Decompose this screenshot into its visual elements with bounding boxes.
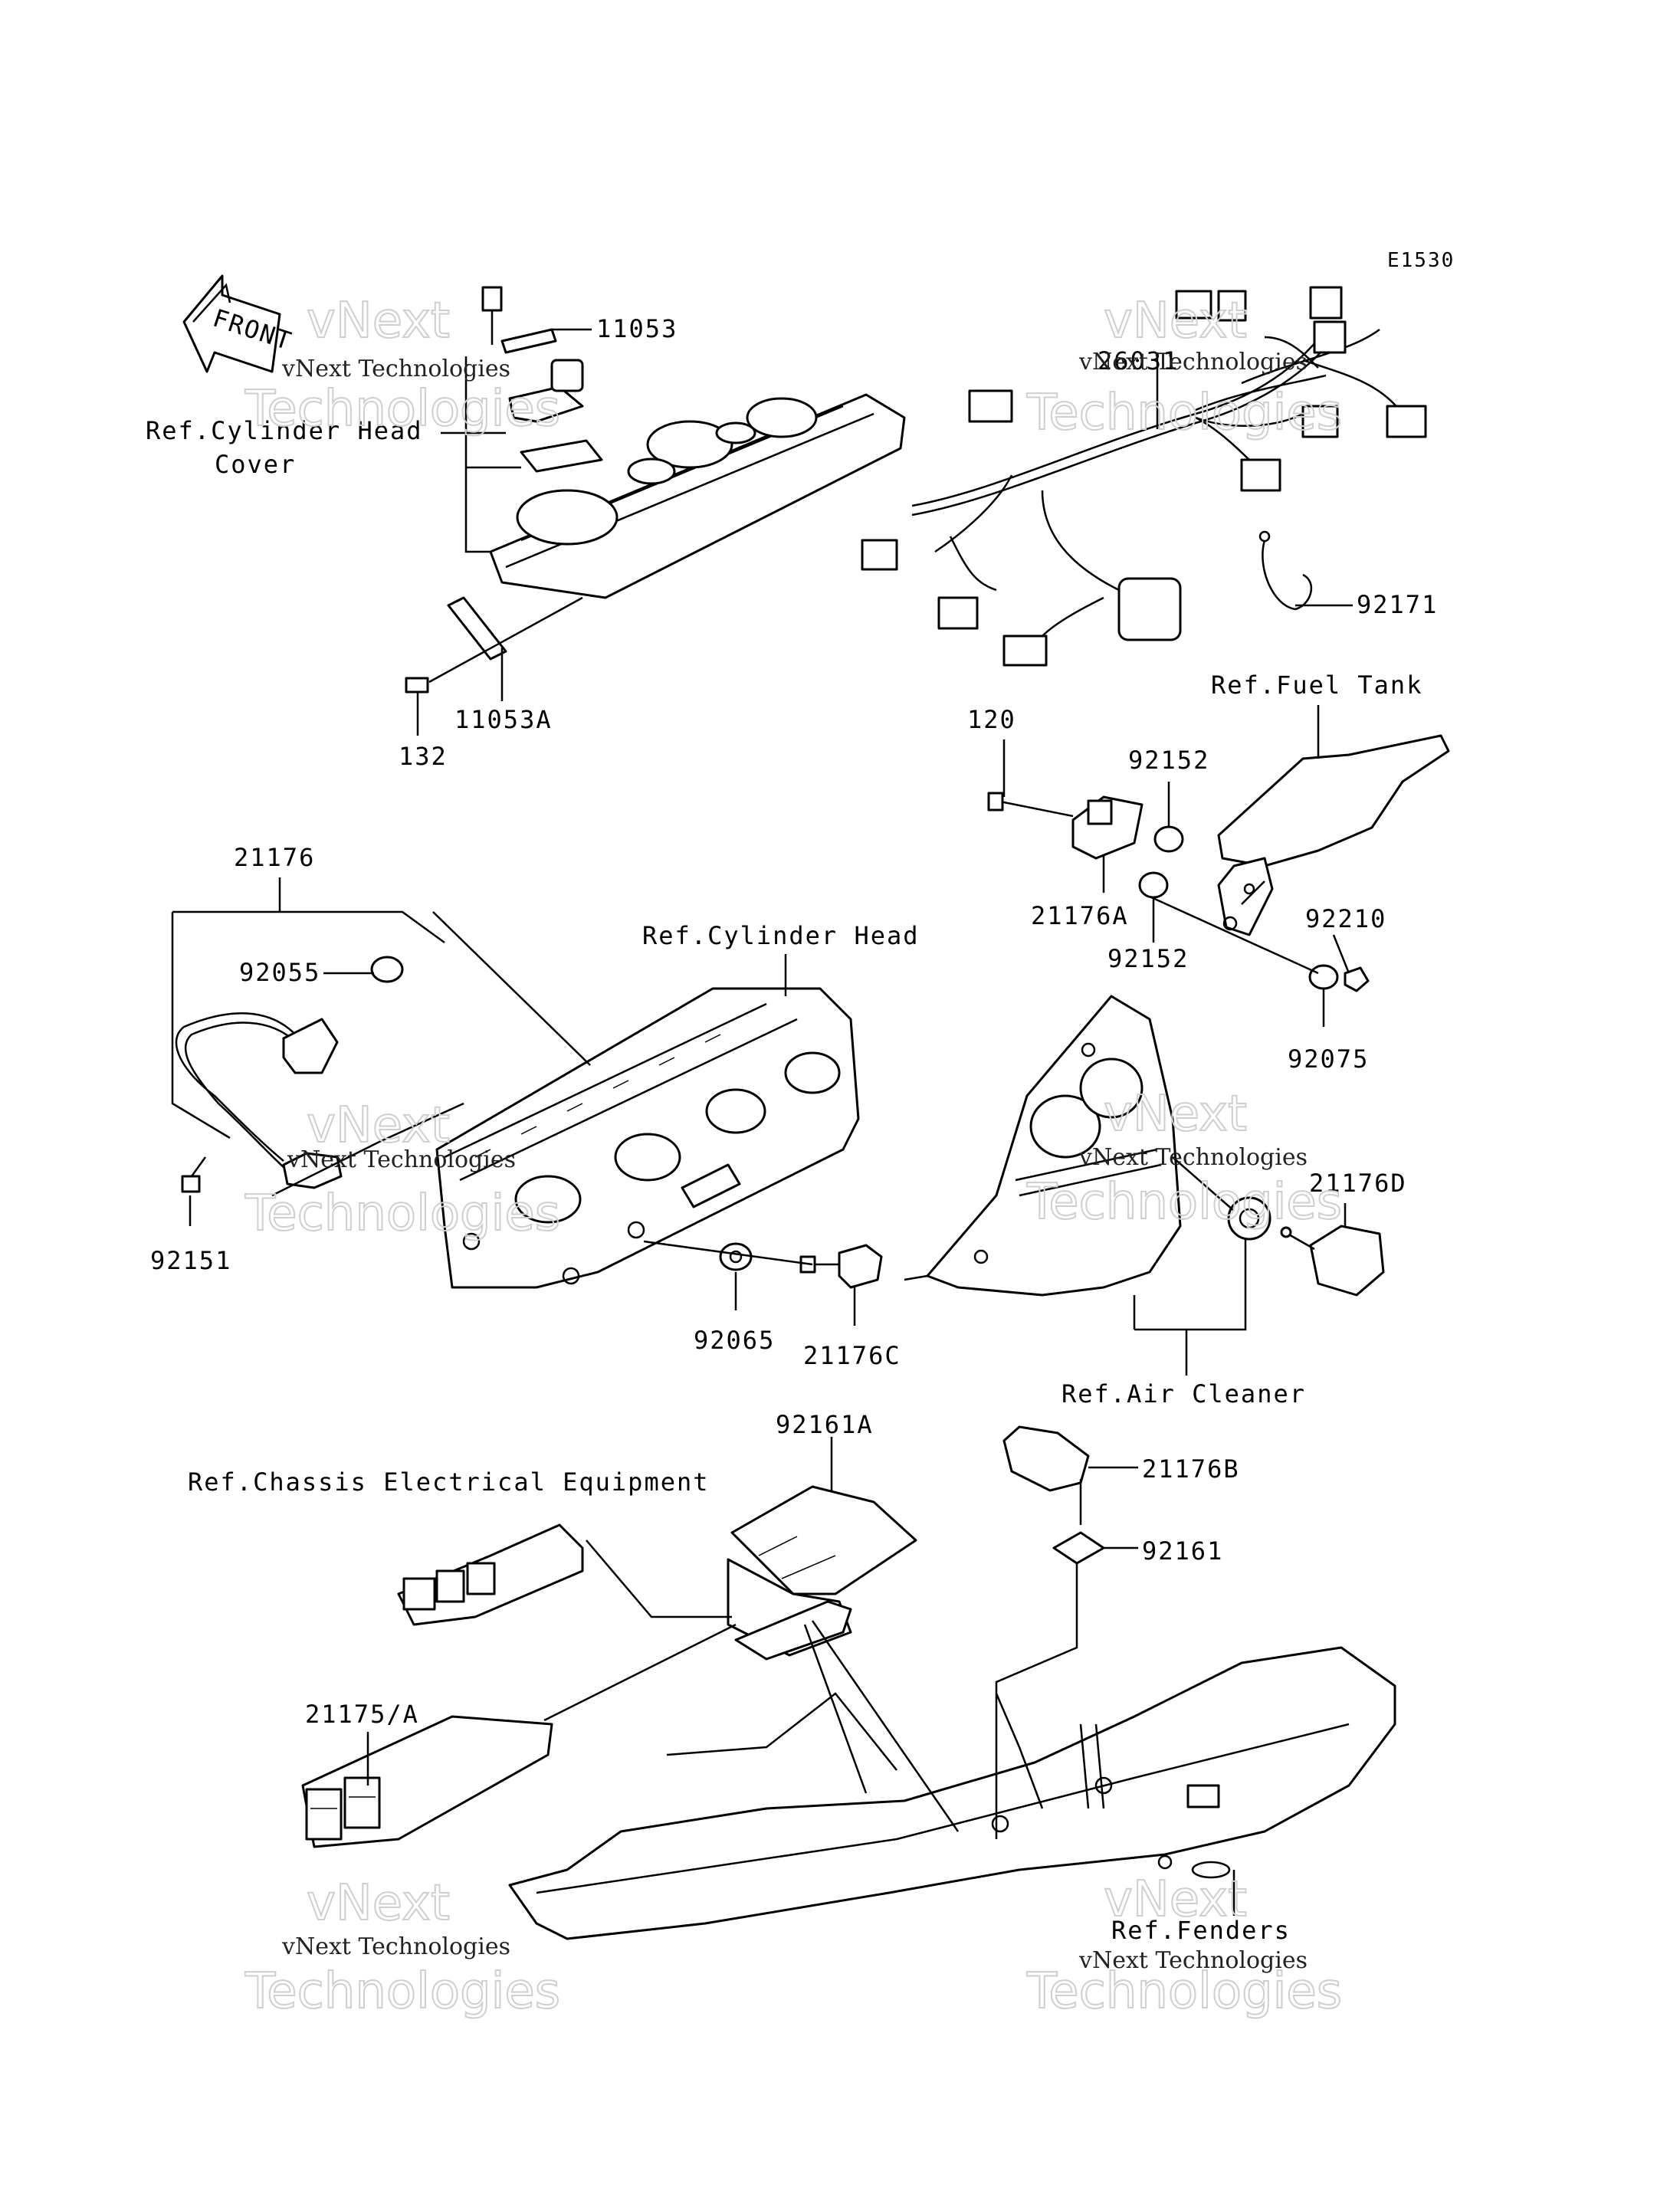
- svg-text:vNext Technologies: vNext Technologies: [287, 1146, 516, 1173]
- leader-92210: [1332, 934, 1350, 974]
- label-21176D: 21176D: [1309, 1169, 1407, 1198]
- watermark-middle-right: vNext Technologies vNext Technologies: [1025, 1085, 1343, 1231]
- label-92065: 92065: [694, 1326, 775, 1355]
- label-ref-chassis-electrical: Ref.Chassis Electrical Equipment: [188, 1467, 710, 1497]
- wiring-harness-drawing: [861, 286, 1427, 667]
- svg-text:vNext Technologies: vNext Technologies: [1078, 349, 1308, 375]
- head-fins: [474, 1034, 721, 1158]
- air-cleaner-drawing: [904, 995, 1385, 1297]
- watermark-middle-left: vNext Technologies vNext Technologies: [244, 1097, 561, 1243]
- svg-text:vNext: vNext: [307, 293, 450, 349]
- leader-bracket-to-fender-2: [803, 1624, 868, 1794]
- label-ref-cylinder-head-cover-1: Ref.Cylinder Head: [146, 416, 423, 445]
- label-92075: 92075: [1288, 1044, 1369, 1074]
- svg-text:vNext: vNext: [307, 1875, 450, 1932]
- leader-21176-bottom: [271, 1102, 464, 1197]
- label-21176C: 21176C: [803, 1341, 901, 1370]
- label-92055: 92055: [239, 958, 320, 987]
- label-ref-cylinder-head-cover-2: Cover: [215, 450, 296, 479]
- watermark-bottom-right: vNext Technologies vNext Technologies: [1025, 1871, 1343, 2021]
- front-arrow-icon: FRONT: [182, 274, 296, 373]
- leader-grommet-to-cleaner: [1172, 1156, 1235, 1212]
- leader-21176C-to-head: [643, 1240, 813, 1266]
- leader-21176-left: [171, 912, 231, 1139]
- leader-ecu-to-bracket: [543, 1623, 737, 1722]
- watermark-top-left: vNext Technologies vNext Technologies: [244, 292, 561, 438]
- label-26031: 26031: [1098, 346, 1179, 375]
- chassis-module-drawing: [397, 1523, 584, 1626]
- label-92161: 92161: [1142, 1536, 1223, 1566]
- watermark-bottom-left: vNext Technologies vNext Technologies: [244, 1874, 561, 2021]
- ecu-21175-drawing: [301, 1715, 553, 1848]
- label-ref-cylinder-head: Ref.Cylinder Head: [642, 921, 920, 950]
- svg-text:vNext Technologies: vNext Technologies: [281, 1933, 510, 1960]
- label-ref-air-cleaner: Ref.Air Cleaner: [1061, 1379, 1306, 1408]
- label-21176: 21176: [234, 843, 315, 872]
- rear-fender-drawing: [508, 1646, 1396, 1940]
- leader-bracket-to-fender-1: [811, 1620, 960, 1832]
- label-92151: 92151: [150, 1246, 231, 1275]
- svg-text:Technologies: Technologies: [244, 1963, 560, 2020]
- label-92152-bottom: 92152: [1107, 944, 1189, 973]
- label-92161A: 92161A: [776, 1410, 874, 1439]
- svg-text:vNext: vNext: [1104, 293, 1247, 349]
- leader-21176-to-head: [432, 911, 591, 1066]
- watermark-top-right: vNext Technologies vNext Technologies: [1025, 292, 1343, 442]
- svg-text:vNext: vNext: [1104, 1086, 1247, 1143]
- svg-text:vNext Technologies: vNext Technologies: [1078, 1947, 1308, 1974]
- leader-bracket-group: [464, 356, 491, 553]
- ecu-bracket-92161A-drawing: [727, 1485, 917, 1661]
- label-92152-top: 92152: [1128, 746, 1209, 775]
- label-132: 132: [399, 742, 448, 771]
- svg-text:Technologies: Technologies: [244, 1185, 560, 1242]
- label-21176A: 21176A: [1031, 901, 1129, 930]
- svg-text:Technologies: Technologies: [244, 381, 560, 438]
- diagram-code: E1530: [1387, 249, 1455, 272]
- svg-text:vNext Technologies: vNext Technologies: [281, 356, 510, 382]
- label-ref-fenders: Ref.Fenders: [1111, 1916, 1291, 1945]
- svg-text:vNext: vNext: [307, 1097, 450, 1154]
- svg-text:vNext Technologies: vNext Technologies: [1078, 1144, 1308, 1171]
- leader-21176-top: [172, 910, 445, 944]
- label-21175A: 21175/A: [305, 1700, 419, 1729]
- sensor-21176B-drawing: [1002, 1425, 1105, 1565]
- svg-text:Technologies: Technologies: [1026, 1174, 1342, 1231]
- clamp-92171-drawing: [1258, 530, 1312, 611]
- label-120: 120: [967, 705, 1016, 734]
- cylinder-head-cover-drawing: [405, 286, 906, 694]
- leader-132-to-cover: [428, 596, 583, 684]
- label-92171: 92171: [1357, 590, 1438, 619]
- svg-text:Technologies: Technologies: [1026, 1963, 1342, 2020]
- leader-ref-chassis: [586, 1540, 732, 1618]
- svg-text:Technologies: Technologies: [1026, 385, 1342, 441]
- leader-air-cleaner-right: [1134, 1238, 1247, 1331]
- fuel-tank-bracket-drawing: [987, 734, 1450, 992]
- leader-92161-to-fender: [995, 1563, 1078, 1839]
- label-11053A: 11053A: [454, 705, 553, 734]
- label-92210: 92210: [1305, 904, 1386, 933]
- cylinder-head-drawing: [435, 987, 860, 1289]
- svg-text:vNext: vNext: [1104, 1871, 1247, 1928]
- label-11053: 11053: [596, 314, 678, 343]
- sensor-21176-drawing: [175, 956, 404, 1193]
- sensor-21176C-drawing: [719, 1242, 883, 1289]
- label-ref-fuel-tank: Ref.Fuel Tank: [1211, 671, 1422, 700]
- leader-bracket-to-92075: [1149, 895, 1319, 975]
- label-21176B: 21176B: [1142, 1454, 1240, 1484]
